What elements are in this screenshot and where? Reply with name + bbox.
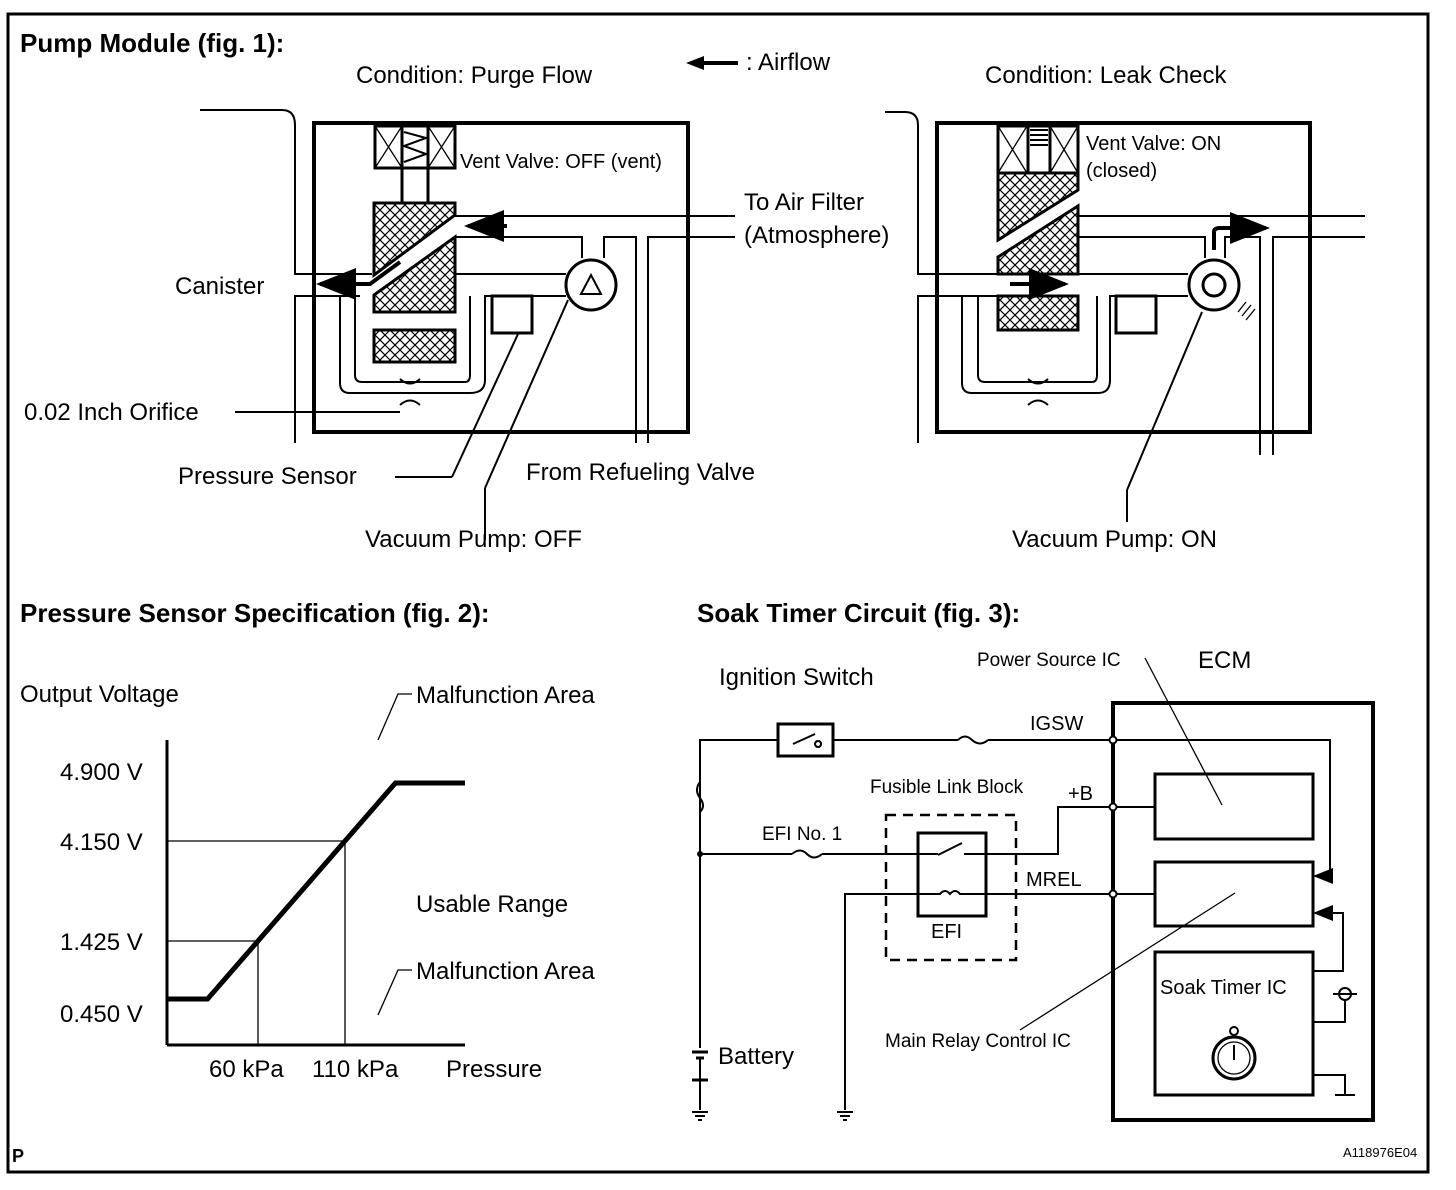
fig1-title: Pump Module (fig. 1): <box>20 28 284 58</box>
mrel-label: MREL <box>1026 869 1082 891</box>
plus-b-label: +B <box>1068 783 1093 805</box>
soak-timer-ic-label: Soak Timer IC <box>1160 977 1287 999</box>
leak-condition-label: Condition: Leak Check <box>985 62 1227 89</box>
fusible-link-block <box>884 813 1018 962</box>
y-tick-1425: 1.425 V <box>60 929 143 956</box>
fig3-soak-timer-circuit: Soak Timer Circuit (fig. 3): Ignition Sw… <box>692 598 1375 1122</box>
efi-relay-icon <box>916 831 988 918</box>
y-tick-4900: 4.900 V <box>60 759 143 786</box>
ground-icon-battery <box>692 1111 708 1121</box>
vent-valve-off-label: Vent Valve: OFF (vent) <box>460 151 662 173</box>
efi-no1-label: EFI No. 1 <box>762 824 842 845</box>
fusible-link-block-label: Fusible Link Block <box>870 777 1024 798</box>
voltage-curve <box>167 780 465 1002</box>
orifice-label: 0.02 Inch Orifice <box>24 399 199 426</box>
refueling-valve-label: From Refueling Valve <box>526 459 755 486</box>
figure-id: A118976E04 <box>1343 1145 1417 1160</box>
airflow-legend-label: : Airflow <box>746 49 831 76</box>
vent-valve-on-label: Vent Valve: ON <box>1086 133 1221 155</box>
canister-label: Canister <box>175 273 264 300</box>
fuse-icon <box>957 735 989 745</box>
purge-flow-module: Vent Valve: OFF (vent) To Air Filter (At… <box>24 109 889 553</box>
vacuum-pump-off-label: Vacuum Pump: OFF <box>365 526 582 553</box>
vacuum-pump-off-icon <box>564 258 618 312</box>
fig1-pump-module: Pump Module (fig. 1): Condition: Purge F… <box>20 28 1365 553</box>
leak-check-module: Vent Valve: ON (closed) Vacuum Pump: ON <box>885 111 1365 553</box>
x-tick-110kpa: 110 kPa <box>312 1056 399 1083</box>
efi-relay-label: EFI <box>931 921 962 943</box>
outer-frame <box>6 12 1430 1174</box>
ignition-switch-label: Ignition Switch <box>719 664 874 691</box>
y-tick-0450: 0.450 V <box>60 1001 143 1028</box>
usable-range-label: Usable Range <box>416 891 568 918</box>
pressure-sensor-label: Pressure Sensor <box>178 463 357 490</box>
vacuum-pump-on-label: Vacuum Pump: ON <box>1012 526 1217 553</box>
fig2-pressure-sensor-chart: Pressure Sensor Specification (fig. 2): … <box>20 598 595 1083</box>
vent-valve-closed-label: (closed) <box>1086 160 1157 182</box>
fusible-link-icon <box>696 781 704 813</box>
to-air-filter-label: To Air Filter <box>744 189 864 216</box>
arrow-left-icon <box>686 56 738 70</box>
vacuum-pump-on-icon <box>1187 258 1256 321</box>
main-relay-ic-label: Main Relay Control IC <box>885 1031 1071 1052</box>
battery-label: Battery <box>718 1043 794 1070</box>
battery-icon <box>692 1050 708 1110</box>
malfunction-area-lower-label: Malfunction Area <box>416 958 595 985</box>
fig3-title: Soak Timer Circuit (fig. 3): <box>697 598 1020 628</box>
chart-ylabel: Output Voltage <box>20 681 179 708</box>
purge-condition-label: Condition: Purge Flow <box>356 62 593 89</box>
x-tick-60kpa: 60 kPa <box>209 1056 284 1083</box>
efi-no1-fuse-icon <box>791 849 823 859</box>
atmosphere-label: (Atmosphere) <box>744 222 889 249</box>
ecm-label: ECM <box>1198 647 1251 674</box>
fig2-title: Pressure Sensor Specification (fig. 2): <box>20 598 490 628</box>
igsw-label: IGSW <box>1030 713 1083 735</box>
power-source-ic-box <box>1153 772 1315 841</box>
ecm-box <box>1111 701 1375 1122</box>
stopwatch-icon <box>1211 1026 1257 1081</box>
chart-xlabel: Pressure <box>446 1056 542 1083</box>
ground-icon-ecm <box>1313 1074 1355 1096</box>
y-tick-4150: 4.150 V <box>60 829 143 856</box>
corner-mark: P <box>12 1146 24 1166</box>
soak-timer-ic-box <box>1153 950 1315 1097</box>
ground-icon-relay <box>837 1111 853 1121</box>
power-source-ic-label: Power Source IC <box>977 650 1121 671</box>
malfunction-area-upper-label: Malfunction Area <box>416 682 595 709</box>
ignition-switch-icon <box>776 722 835 758</box>
